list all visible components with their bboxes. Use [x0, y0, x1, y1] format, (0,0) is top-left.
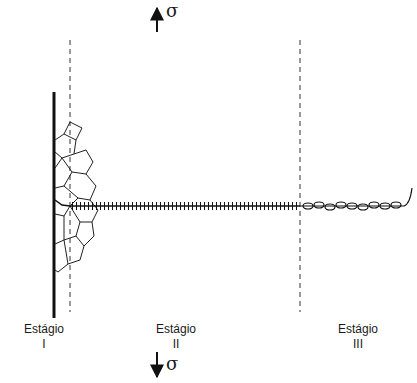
stage-label: Estágio II — [156, 322, 196, 352]
fatigue-striations — [72, 202, 298, 210]
stress-symbol: σ — [166, 354, 178, 374]
stage-two-crack — [70, 205, 300, 207]
stress-arrow-up — [156, 8, 158, 32]
grain-boundaries — [55, 122, 98, 272]
stage-three-crack — [300, 188, 412, 210]
stage-divider — [300, 40, 301, 312]
stage-label: Estágio I — [24, 322, 64, 352]
stress-symbol: σ — [166, 1, 178, 21]
free-surface — [53, 92, 56, 318]
stage-one-crack — [55, 200, 70, 206]
stage-label: Estágio III — [338, 322, 378, 352]
stress-arrow-down — [156, 352, 158, 377]
